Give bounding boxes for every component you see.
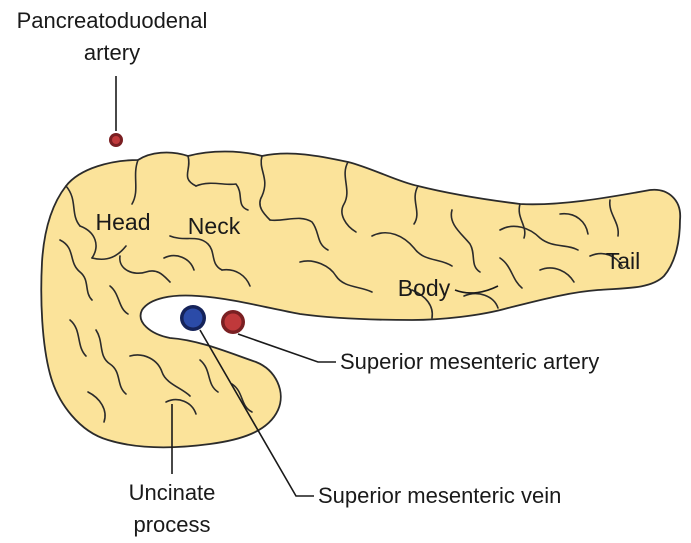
label-uncinate-line1: Uncinate bbox=[129, 480, 216, 505]
superior-mesenteric-artery-marker bbox=[221, 310, 245, 334]
label-superior-mesenteric-artery: Superior mesenteric artery bbox=[340, 349, 599, 374]
superior-mesenteric-vein-marker bbox=[180, 305, 206, 331]
label-head: Head bbox=[96, 209, 151, 235]
label-tail: Tail bbox=[606, 248, 641, 274]
pancreatoduodenal-artery-marker bbox=[109, 133, 123, 147]
label-superior-mesenteric-vein: Superior mesenteric vein bbox=[318, 483, 561, 508]
label-pancreatoduodenal-line2: artery bbox=[84, 40, 140, 65]
label-body: Body bbox=[398, 275, 451, 301]
label-uncinate-line2: process bbox=[133, 512, 210, 537]
label-pancreatoduodenal-line1: Pancreatoduodenal bbox=[17, 8, 208, 33]
leader-superior-mesenteric-artery bbox=[238, 334, 336, 362]
label-neck: Neck bbox=[188, 213, 241, 239]
pancreas-outline bbox=[41, 152, 680, 448]
